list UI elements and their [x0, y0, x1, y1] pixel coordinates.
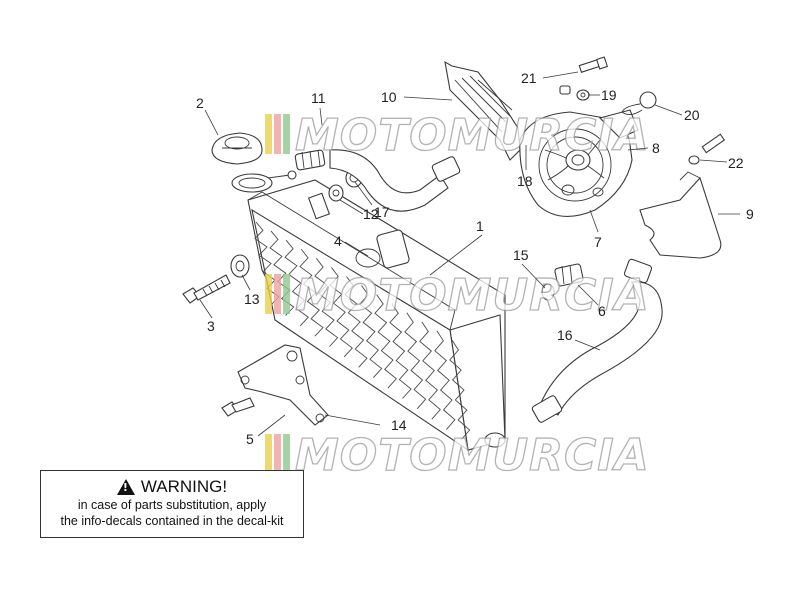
radiator-fin-row	[419, 321, 441, 420]
bolt-3	[182, 274, 231, 304]
small-screw-19	[559, 85, 571, 95]
hose-connector-6	[554, 263, 584, 287]
radiator-fin-row	[284, 239, 309, 327]
watermark: MOTOMURCIA	[265, 109, 650, 162]
callout-6: 6	[598, 303, 606, 319]
warning-triangle-icon	[116, 479, 135, 495]
screw-21	[578, 56, 609, 73]
watermark-stripe	[265, 434, 272, 474]
callout-numbers: 1 2 3 4 5 6 7 8 9 10 11 12 13 14 15 16 1…	[196, 70, 754, 447]
watermark-stripe	[274, 114, 281, 154]
watermark-stripe	[283, 434, 290, 474]
watermark-text: MOTOMURCIA	[295, 110, 650, 161]
radiator-fin-row	[299, 248, 324, 337]
callout-21: 21	[521, 70, 537, 86]
radiator-fin-row	[389, 303, 412, 399]
radiator-fin-row	[359, 285, 383, 379]
callout-22: 22	[728, 155, 744, 171]
lower-bracket-5	[237, 344, 329, 426]
radiator-fin-row	[374, 294, 397, 389]
watermark-text: MOTOMURCIA	[295, 430, 650, 481]
support-bracket-9	[639, 171, 722, 259]
washer-19	[576, 89, 590, 101]
motomurcia-watermarks: MOTOMURCIA MOTOMURCIA MOTOMURCIA	[265, 109, 650, 482]
callout-8: 8	[652, 140, 660, 156]
radiator-cap	[211, 132, 263, 165]
rubber-bush-13	[230, 254, 250, 278]
callout-4: 4	[334, 233, 342, 249]
callout-10: 10	[381, 89, 397, 105]
warning-notice: WARNING! in case of parts substitution, …	[40, 470, 304, 538]
callout-12: 12	[363, 206, 379, 222]
warning-line-1: in case of parts substitution, apply	[77, 498, 267, 512]
callout-18: 18	[517, 173, 533, 189]
radiator	[231, 173, 506, 452]
callout-16: 16	[557, 327, 573, 343]
hose-clip-20	[621, 91, 657, 115]
bush-12	[328, 184, 344, 202]
radiator-fins	[254, 221, 471, 441]
callout-15: 15	[513, 247, 529, 263]
screw-22	[688, 133, 726, 165]
warning-title: WARNING!	[140, 477, 228, 496]
callout-17: 17	[374, 204, 390, 220]
radiator-fin-row	[344, 276, 368, 368]
watermark-stripe	[274, 434, 281, 474]
callout-20: 20	[684, 107, 700, 123]
callout-13: 13	[244, 291, 260, 307]
watermark: MOTOMURCIA	[265, 429, 650, 482]
watermark-text: MOTOMURCIA	[295, 270, 650, 321]
radiator-fin-row	[404, 312, 427, 410]
watermark-stripe	[283, 114, 290, 154]
callout-3: 3	[207, 318, 215, 334]
warning-title-row: WARNING!	[41, 477, 303, 497]
callout-19: 19	[601, 87, 617, 103]
radiator-fin-row	[434, 330, 456, 430]
bracket-bolt	[221, 397, 255, 417]
hose-bolt	[267, 170, 297, 180]
leader-lines	[199, 71, 740, 437]
callout-14: 14	[391, 417, 407, 433]
callout-5: 5	[246, 431, 254, 447]
radiator-fin-row	[314, 258, 339, 347]
watermark-stripe	[283, 274, 290, 314]
watermark-stripe	[265, 114, 272, 154]
watermark-stripe	[265, 274, 272, 314]
callout-2: 2	[196, 95, 204, 111]
water-pump-8	[519, 109, 639, 217]
radiator-fin-row	[449, 339, 471, 441]
fan-cover-10	[444, 60, 521, 161]
callout-11: 11	[311, 90, 326, 106]
lower-hose-16	[531, 258, 663, 423]
upper-hose-11	[294, 149, 461, 212]
callout-9: 9	[746, 206, 754, 222]
radiator-fin-row	[329, 267, 353, 358]
watermark: MOTOMURCIA	[265, 269, 650, 322]
callout-7: 7	[594, 234, 602, 250]
callout-1: 1	[476, 218, 484, 234]
warning-line-2: the info-decals contained in the decal-k…	[60, 514, 284, 528]
watermark-stripe	[274, 274, 281, 314]
